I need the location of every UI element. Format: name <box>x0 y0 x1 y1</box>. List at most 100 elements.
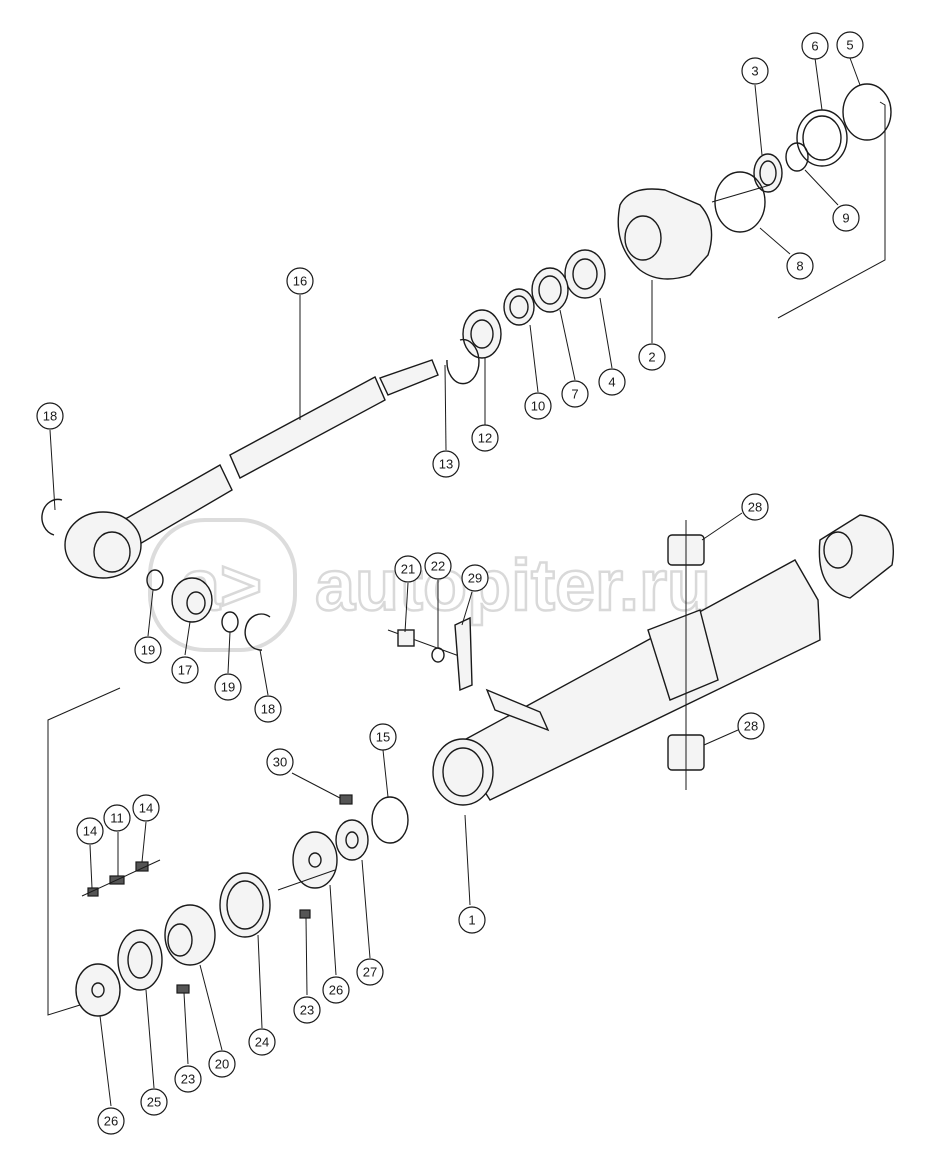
part-25-seal <box>117 929 163 991</box>
part-24-ring-inner <box>226 880 264 930</box>
svg-text:24: 24 <box>255 1035 269 1050</box>
part-26-plate-hole <box>308 852 322 868</box>
svg-text:20: 20 <box>215 1057 229 1072</box>
part-20-piston <box>164 904 216 966</box>
part-7-seal <box>531 267 569 313</box>
part-19-ring <box>146 569 164 591</box>
svg-text:18: 18 <box>261 702 275 717</box>
callout-18: 18 <box>36 402 64 430</box>
callout-26: 26 <box>322 976 350 1004</box>
callout-13: 13 <box>432 450 460 478</box>
svg-text:14: 14 <box>83 824 97 839</box>
svg-text:6: 6 <box>811 39 818 54</box>
part-3-bushing <box>753 153 783 193</box>
plug-axis <box>81 859 161 897</box>
svg-text:26: 26 <box>329 983 343 998</box>
svg-text:19: 19 <box>221 680 235 695</box>
part-6-ring <box>796 109 848 167</box>
svg-text:30: 30 <box>273 755 287 770</box>
part-2-rod-guide-bore <box>624 215 662 261</box>
part-23-pin <box>176 984 190 994</box>
part-24-ring <box>219 872 271 938</box>
part-27-nut <box>335 819 369 861</box>
callout-5: 5 <box>836 31 864 59</box>
piston-rod <box>41 359 439 651</box>
svg-text:10: 10 <box>531 399 545 414</box>
axis-line <box>711 184 771 203</box>
callout-9: 9 <box>832 204 860 232</box>
callout-7: 7 <box>561 380 589 408</box>
callout-30: 30 <box>266 748 294 776</box>
callout-3: 3 <box>741 57 769 85</box>
callout-12: 12 <box>471 424 499 452</box>
bracket-line <box>47 687 121 1016</box>
part-17-bearing-bore <box>186 591 206 615</box>
svg-text:23: 23 <box>181 1072 195 1087</box>
callout-8: 8 <box>786 252 814 280</box>
part-30-pin <box>339 794 353 805</box>
cylinder-tube <box>432 514 894 806</box>
part-15-disc <box>371 796 409 844</box>
callout-14: 14 <box>132 794 160 822</box>
part-14-plug <box>87 887 99 897</box>
piston-assembly <box>47 687 409 1017</box>
part-26-plate-hole <box>91 982 105 998</box>
svg-text:2: 2 <box>648 350 655 365</box>
part-22-washer <box>431 647 445 663</box>
callout-17: 17 <box>171 656 199 684</box>
svg-text:19: 19 <box>141 643 155 658</box>
svg-text:8: 8 <box>796 259 803 274</box>
callout-23: 23 <box>174 1065 202 1093</box>
part-4-seal-bore <box>572 258 598 290</box>
svg-text:23: 23 <box>300 1003 314 1018</box>
rod-eye <box>64 511 142 579</box>
svg-text:15: 15 <box>376 730 390 745</box>
tube-open-end <box>432 738 494 806</box>
part-20-piston-face <box>167 923 193 957</box>
part-23-pin <box>299 909 311 919</box>
svg-text:11: 11 <box>110 811 124 826</box>
callout-27: 27 <box>356 958 384 986</box>
svg-text:18: 18 <box>43 409 57 424</box>
svg-text:5: 5 <box>846 38 853 53</box>
tube-port-pipe <box>485 688 550 732</box>
part-6-ring-inner <box>802 115 842 161</box>
svg-text:3: 3 <box>751 64 758 79</box>
part-13-snap-ring <box>446 338 480 385</box>
part-12-seal <box>462 309 502 359</box>
part-8-disc <box>714 171 766 233</box>
callout-19: 19 <box>214 673 242 701</box>
part-12-seal-bore <box>470 319 494 349</box>
leader-lines <box>49 57 861 1107</box>
svg-text:28: 28 <box>744 719 758 734</box>
callout-29: 29 <box>461 564 489 592</box>
svg-text:7: 7 <box>571 387 578 402</box>
callout-10: 10 <box>524 392 552 420</box>
svg-text:28: 28 <box>748 500 762 515</box>
watermark-logo-shape <box>148 518 297 652</box>
callout-26: 26 <box>97 1107 125 1135</box>
callout-15: 15 <box>369 723 397 751</box>
callout-19: 19 <box>134 636 162 664</box>
callout-2: 2 <box>638 343 666 371</box>
callout-21: 21 <box>394 555 422 583</box>
svg-text:26: 26 <box>104 1114 118 1129</box>
svg-text:9: 9 <box>842 211 849 226</box>
tube-end-cap <box>818 514 894 599</box>
part-10-bushing <box>503 288 535 326</box>
piston-axis <box>277 869 336 891</box>
callout-24: 24 <box>248 1028 276 1056</box>
callout-28: 28 <box>737 712 765 740</box>
part-4-seal <box>564 249 606 299</box>
svg-text:21: 21 <box>401 562 415 577</box>
svg-text:22: 22 <box>431 559 445 574</box>
svg-text:4: 4 <box>608 375 615 390</box>
callout-1: 1 <box>458 906 486 934</box>
port-fitting <box>387 616 473 692</box>
part-25-seal-bore <box>127 941 153 979</box>
part-17-bearing <box>171 577 213 623</box>
rod-eye-bore <box>93 531 131 573</box>
rod-upper-shaft <box>229 376 386 479</box>
end-cap-port <box>823 531 853 569</box>
